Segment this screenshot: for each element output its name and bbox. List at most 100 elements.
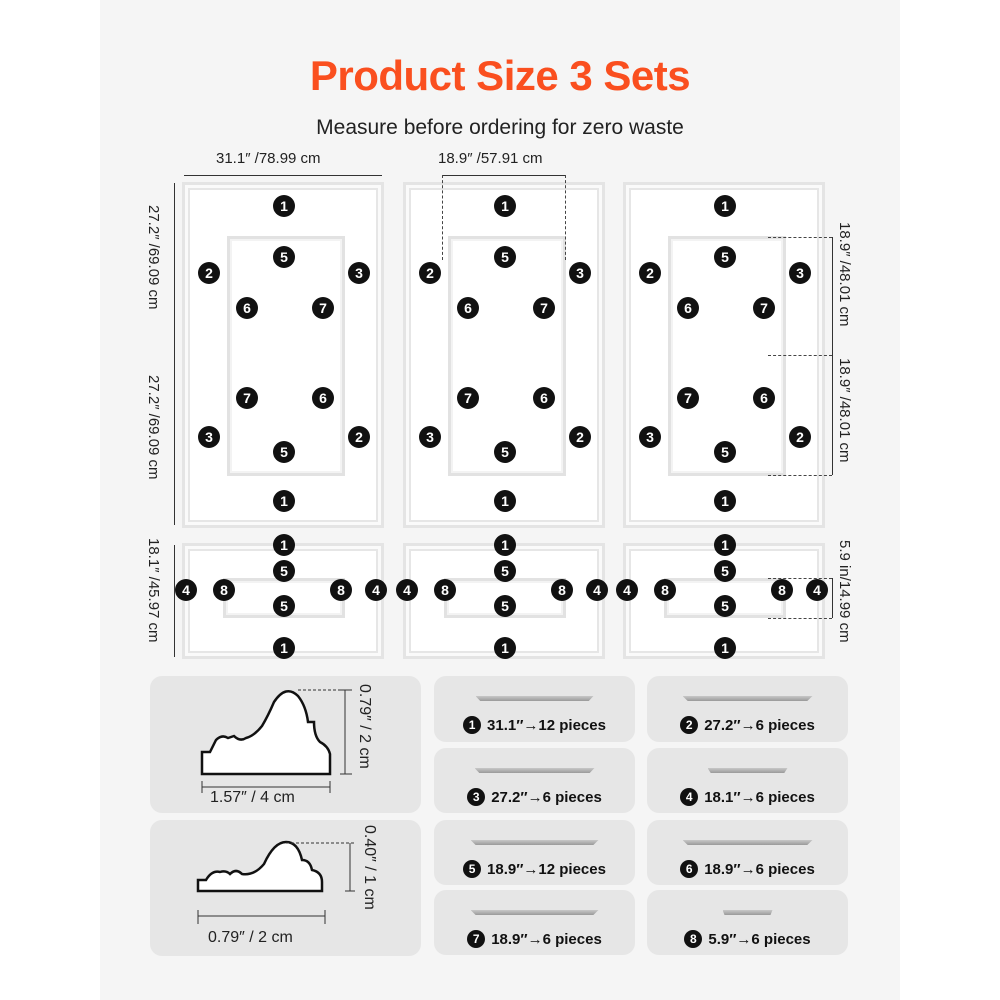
page-title: Product Size 3 Sets [309, 52, 691, 99]
piece-label: 3 27.2″→6 pieces [434, 788, 635, 806]
inner-frame [668, 236, 786, 476]
profile-width-label: 0.79″ / 2 cm [208, 929, 293, 946]
inner-width-dash [442, 175, 443, 260]
molding-strip-icon [722, 910, 773, 915]
inner-width-dash [565, 175, 566, 260]
piece-number-badge: 2 [419, 262, 441, 284]
piece-count-text: 27.2″→6 pieces [491, 788, 602, 806]
profile-card-large: 1.57″ / 4 cm 0.79″ / 2 cm [150, 676, 421, 813]
piece-number-badge: 2 [680, 716, 699, 734]
piece-number-badge: 4 [586, 579, 608, 601]
piece-number-badge: 1 [714, 490, 736, 512]
profile-card-small: 0.79″ / 2 cm 0.40″ / 1 cm [150, 820, 421, 956]
piece-number-badge: 8 [551, 579, 573, 601]
piece-count-text: 18.9″→12 pieces [487, 860, 606, 878]
top-width-label: 31.1″ /78.99 cm [216, 150, 321, 167]
piece-number-badge: 5 [494, 595, 516, 617]
piece-count-text: 5.9″→6 pieces [708, 930, 811, 948]
piece-number-badge: 7 [467, 930, 486, 948]
piece-label: 2 27.2″→6 pieces [647, 716, 848, 734]
right-upper-label: 18.9″ /48.01 cm [836, 222, 853, 327]
piece-number-badge: 6 [680, 860, 699, 878]
piece-count-text: 18.1″→6 pieces [704, 788, 815, 806]
piece-number-badge: 2 [198, 262, 220, 284]
piece-count-text: 27.2″→6 pieces [704, 716, 815, 734]
molding-profile-small-icon [196, 840, 355, 924]
piece-label: 7 18.9″→6 pieces [434, 930, 635, 948]
dash [768, 618, 832, 619]
left-short-label: 18.1″ /45.97 cm [145, 538, 162, 643]
piece-number-badge: 5 [494, 560, 516, 582]
piece-card: 3 27.2″→6 pieces [434, 748, 635, 813]
molding-strip-icon [470, 910, 599, 915]
dash [768, 475, 832, 476]
piece-number-badge: 5 [714, 441, 736, 463]
right-lower-label: 18.9″ /48.01 cm [836, 358, 853, 463]
profile-width-label: 1.57″ / 4 cm [210, 789, 295, 806]
piece-number-badge: 8 [213, 579, 235, 601]
piece-number-badge: 8 [330, 579, 352, 601]
piece-number-badge: 5 [273, 246, 295, 268]
piece-number-badge: 6 [533, 387, 555, 409]
piece-number-badge: 6 [457, 297, 479, 319]
piece-number-badge: 1 [273, 534, 295, 556]
right-short-label: 5.9 in/14.99 cm [836, 540, 853, 643]
piece-count-text: 31.1″→12 pieces [487, 716, 606, 734]
piece-label: 4 18.1″→6 pieces [647, 788, 848, 806]
piece-number-badge: 5 [714, 560, 736, 582]
molding-strip-icon [682, 696, 813, 701]
piece-number-badge: 7 [457, 387, 479, 409]
piece-label: 5 18.9″→12 pieces [434, 860, 635, 878]
piece-number-badge: 3 [569, 262, 591, 284]
piece-number-badge: 8 [684, 930, 703, 948]
piece-number-badge: 3 [419, 426, 441, 448]
piece-number-badge: 3 [348, 262, 370, 284]
piece-card: 5 18.9″→12 pieces [434, 820, 635, 885]
piece-number-badge: 3 [789, 262, 811, 284]
piece-number-badge: 4 [396, 579, 418, 601]
piece-number-badge: 5 [714, 595, 736, 617]
piece-number-badge: 7 [677, 387, 699, 409]
piece-number-badge: 6 [753, 387, 775, 409]
molding-profile-large-icon [200, 689, 352, 793]
width-dimension-line [184, 175, 382, 176]
height-dimension-line [174, 183, 175, 525]
piece-number-badge: 6 [236, 297, 258, 319]
dash [768, 237, 832, 238]
piece-number-badge: 1 [714, 637, 736, 659]
inner-frame [227, 236, 345, 476]
piece-number-badge: 4 [806, 579, 828, 601]
piece-number-badge: 4 [365, 579, 387, 601]
piece-number-badge: 5 [494, 246, 516, 268]
piece-number-badge: 5 [463, 860, 482, 878]
inner-width-label: 18.9″ /57.91 cm [438, 150, 543, 167]
inner-frame [448, 236, 566, 476]
molding-strip-icon [474, 768, 595, 773]
piece-number-badge: 2 [569, 426, 591, 448]
piece-number-badge: 1 [714, 534, 736, 556]
dash [768, 355, 832, 356]
right-dimension-line [832, 237, 833, 475]
molding-strip-icon [470, 840, 599, 845]
piece-number-badge: 1 [494, 637, 516, 659]
profile-height-label: 0.79″ / 2 cm [356, 684, 373, 769]
piece-card: 8 5.9″→6 pieces [647, 890, 848, 955]
dash [768, 578, 832, 579]
piece-number-badge: 7 [312, 297, 334, 319]
piece-number-badge: 8 [434, 579, 456, 601]
piece-number-badge: 1 [494, 490, 516, 512]
piece-count-text: 18.9″→6 pieces [491, 930, 602, 948]
left-lower-label: 27.2″ /69.09 cm [145, 375, 162, 480]
right-short-line [832, 578, 833, 618]
piece-number-badge: 3 [467, 788, 486, 806]
piece-number-badge: 4 [175, 579, 197, 601]
piece-number-badge: 4 [680, 788, 699, 806]
piece-number-badge: 1 [494, 534, 516, 556]
piece-number-badge: 5 [494, 441, 516, 463]
piece-number-badge: 7 [753, 297, 775, 319]
piece-number-badge: 7 [236, 387, 258, 409]
